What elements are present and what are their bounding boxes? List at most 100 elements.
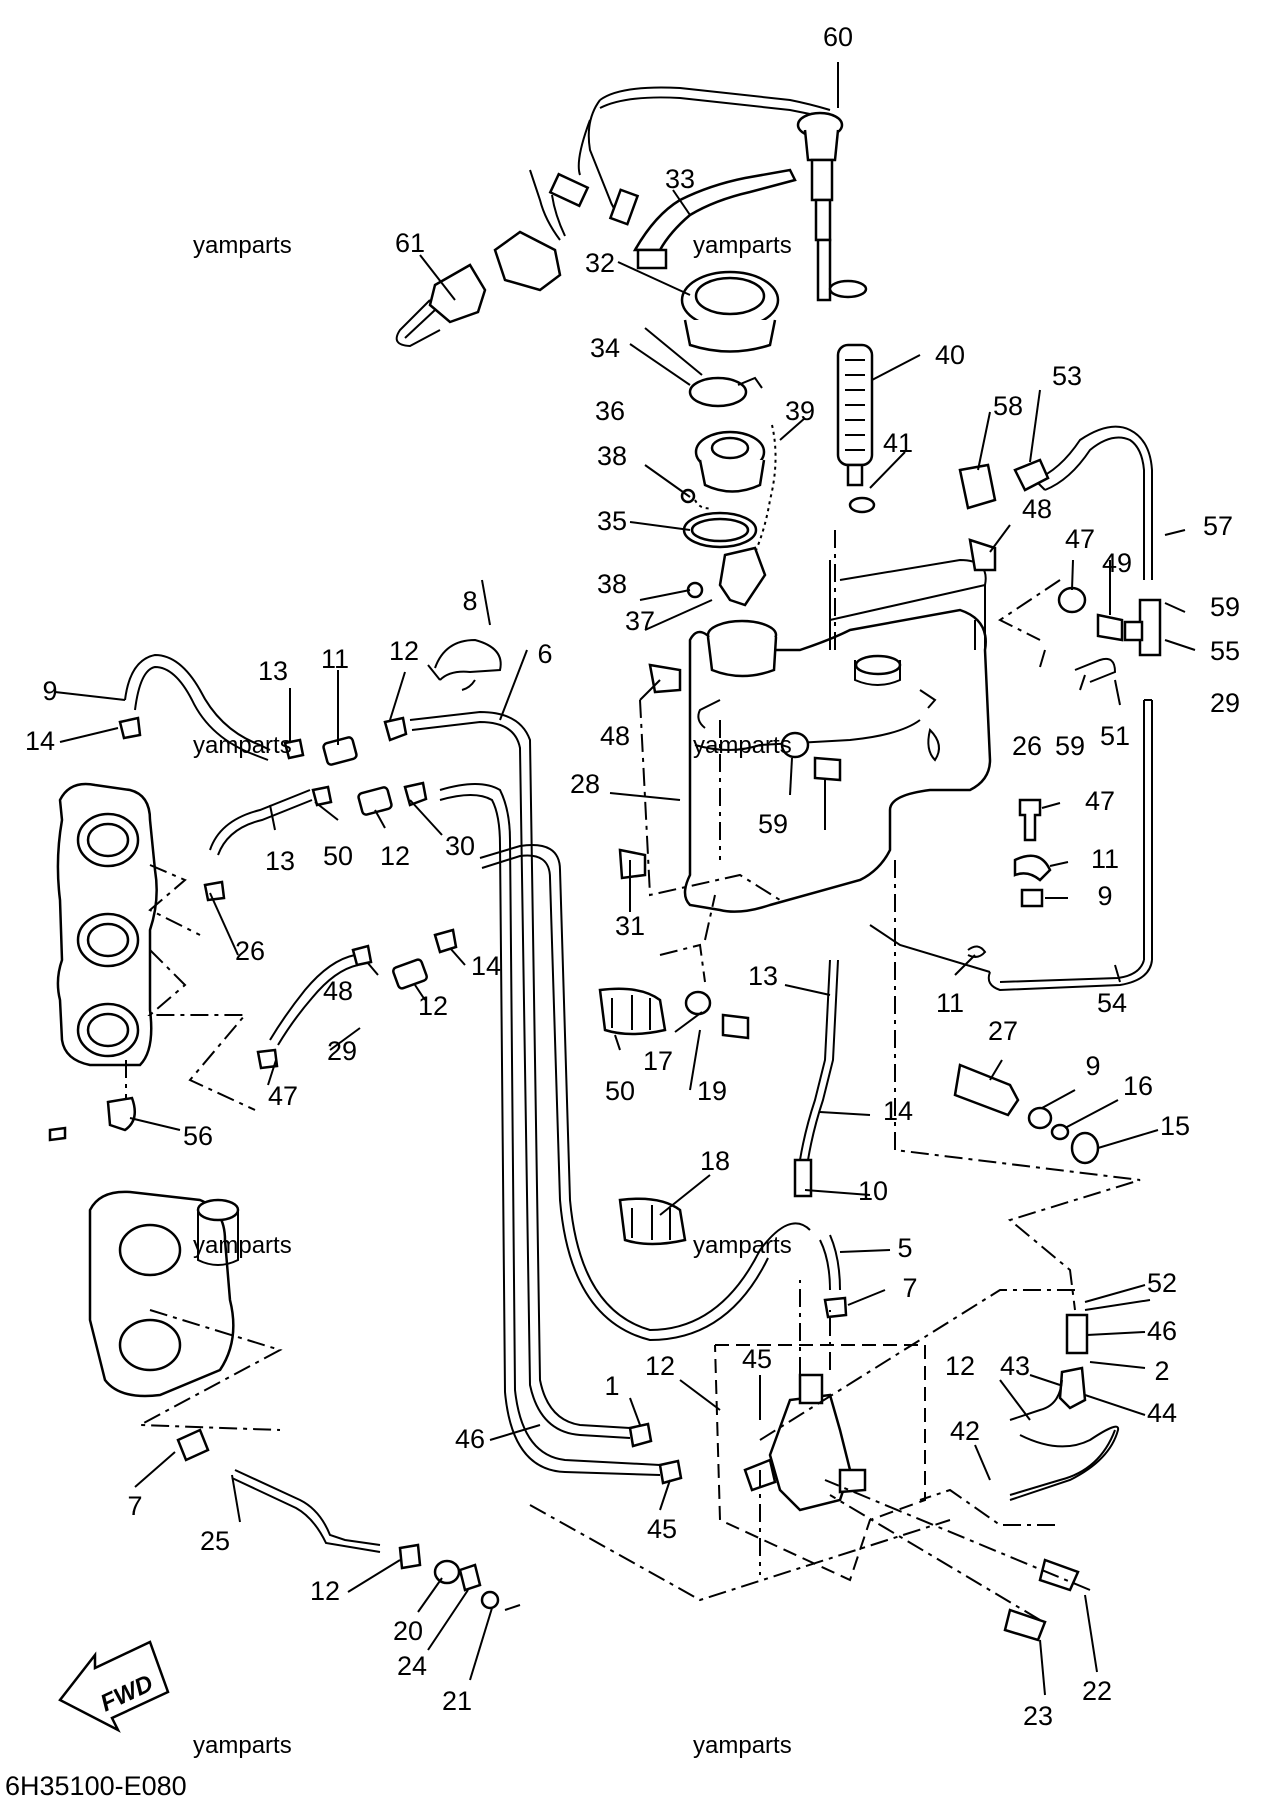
callout-number: 36 [595, 396, 625, 426]
watermark: yamparts [693, 732, 792, 759]
callout-number: 27 [988, 1016, 1018, 1046]
callout-number: 13 [258, 656, 288, 686]
callout-number: 39 [785, 396, 815, 426]
callout-number: 51 [1100, 721, 1130, 751]
callout-number: 47 [1065, 524, 1095, 554]
callout-number: 44 [1147, 1398, 1177, 1428]
callout-number: 34 [590, 333, 620, 363]
watermarks: yamparts yamparts yamparts yamparts yamp… [193, 232, 792, 1759]
callout-number: 35 [597, 506, 627, 536]
watermark: yamparts [193, 232, 292, 259]
watermark: yamparts [193, 1232, 292, 1259]
callout-number: 26 [235, 936, 265, 966]
callout-number: 52 [1147, 1268, 1177, 1298]
callout-number: 12 [645, 1351, 675, 1381]
callout-number: 59 [1210, 592, 1240, 622]
line-art [48, 86, 1162, 1642]
callout-number: 41 [883, 428, 913, 458]
callout-number: 2 [1154, 1356, 1169, 1386]
callout-number: 26 [1012, 731, 1042, 761]
forward-direction-arrow: FWD [58, 1640, 170, 1733]
callout-number: 48 [1022, 494, 1052, 524]
callout-number: 12 [389, 636, 419, 666]
callout-number: 61 [395, 228, 425, 258]
callout-number: 12 [380, 841, 410, 871]
callout-number: 11 [936, 988, 964, 1018]
callout-number: 14 [883, 1096, 913, 1126]
callout-number: 8 [462, 586, 477, 616]
callout-number: 50 [605, 1076, 635, 1106]
callout-number: 22 [1082, 1676, 1112, 1706]
callout-number: 14 [25, 726, 55, 756]
callout-number: 11 [321, 644, 349, 674]
watermark: yamparts [693, 1232, 792, 1259]
callout-number: 12 [418, 991, 448, 1021]
callout-number: 47 [1085, 786, 1115, 816]
callout-number: 28 [570, 769, 600, 799]
callout-number: 48 [323, 976, 353, 1006]
watermark: yamparts [193, 732, 292, 759]
callout-number: 46 [455, 1424, 485, 1454]
callout-number: 5 [897, 1233, 912, 1263]
callout-number: 57 [1203, 511, 1233, 541]
callout-number: 15 [1160, 1111, 1190, 1141]
callout-number: 6 [537, 639, 552, 669]
callout-number: 9 [1097, 881, 1112, 911]
watermark: yamparts [193, 1732, 292, 1759]
callout-number: 1 [604, 1371, 619, 1401]
callout-number: 59 [1055, 731, 1085, 761]
callout-number: 18 [700, 1146, 730, 1176]
callout-number: 60 [823, 22, 853, 52]
callout-number: 38 [597, 441, 627, 471]
callout-number: 12 [945, 1351, 975, 1381]
callout-number: 31 [615, 911, 645, 941]
callout-number: 11 [1091, 844, 1119, 874]
watermark: yamparts [693, 1732, 792, 1759]
callout-number: 29 [327, 1036, 357, 1066]
callout-number: 17 [643, 1046, 673, 1076]
callout-number: 23 [1023, 1701, 1053, 1731]
callout-number: 40 [935, 340, 965, 370]
callout-number: 20 [393, 1616, 423, 1646]
callout-number: 9 [1085, 1051, 1100, 1081]
callout-number: 45 [742, 1344, 772, 1374]
callout-number: 10 [858, 1176, 888, 1206]
callout-number: 13 [748, 961, 778, 991]
callout-number: 33 [665, 164, 695, 194]
callouts: 60 33 61 32 34 40 53 58 36 39 41 38 35 4… [25, 22, 1240, 1731]
callout-number: 29 [1210, 688, 1240, 718]
watermark: yamparts [693, 232, 792, 259]
callout-number: 30 [445, 831, 475, 861]
callout-number: 48 [600, 721, 630, 751]
callout-number: 9 [42, 676, 57, 706]
callout-number: 14 [471, 951, 501, 981]
callout-number: 45 [647, 1514, 677, 1544]
callout-number: 21 [442, 1686, 472, 1716]
callout-number: 55 [1210, 636, 1240, 666]
callout-number: 42 [950, 1416, 980, 1446]
callout-number: 16 [1123, 1071, 1153, 1101]
callout-number: 25 [200, 1526, 230, 1556]
callout-number: 58 [993, 391, 1023, 421]
diagram-code: 6H35100-E080 [5, 1771, 187, 1801]
callout-number: 56 [183, 1121, 213, 1151]
callout-number: 13 [265, 846, 295, 876]
callout-number: 19 [697, 1076, 727, 1106]
callout-number: 46 [1147, 1316, 1177, 1346]
callout-number: 37 [625, 606, 655, 636]
callout-number: 49 [1102, 548, 1132, 578]
callout-number: 59 [758, 809, 788, 839]
callout-number: 53 [1052, 361, 1082, 391]
callout-number: 43 [1000, 1351, 1030, 1381]
callout-number: 24 [397, 1651, 427, 1681]
callout-number: 38 [597, 569, 627, 599]
callout-number: 50 [323, 841, 353, 871]
callout-number: 47 [268, 1081, 298, 1111]
callout-number: 7 [902, 1273, 917, 1303]
callout-number: 12 [310, 1576, 340, 1606]
callout-number: 7 [127, 1491, 142, 1521]
leader-lines [54, 62, 1196, 1696]
callout-number: 54 [1097, 988, 1127, 1018]
callout-number: 32 [585, 248, 615, 278]
